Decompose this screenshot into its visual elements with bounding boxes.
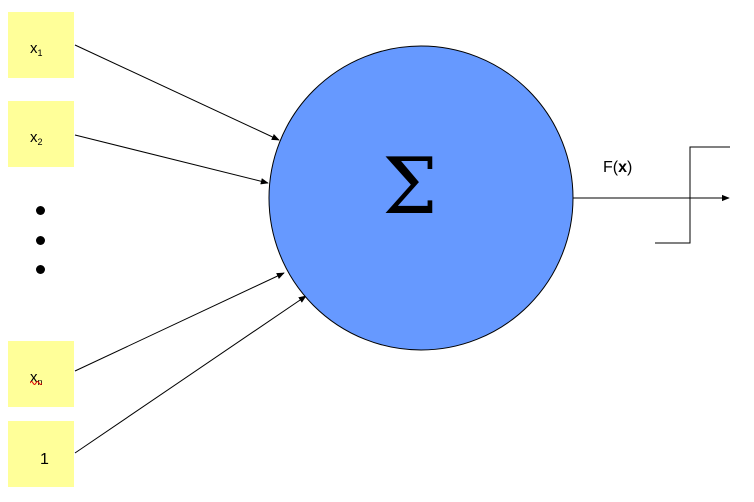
input-xn-label: xn	[30, 369, 43, 387]
edge-bias-to-neuron	[74, 295, 307, 454]
edge-x1-to-neuron	[74, 44, 280, 141]
sum-symbol: Σ	[382, 142, 438, 232]
output-function-label: F(x)	[603, 159, 632, 177]
ellipsis-dot	[36, 265, 45, 274]
step-function-graph	[655, 146, 730, 244]
input-xn-symbol: x	[30, 369, 38, 386]
input-x2-label: x2	[30, 129, 43, 147]
edge-x2-to-neuron	[74, 134, 269, 185]
output-function-name: F(	[603, 159, 619, 176]
output-function-close: )	[627, 159, 633, 176]
bias-input-label: 1	[40, 451, 49, 468]
input-xn-box: xn	[8, 341, 74, 407]
ellipsis-dot	[36, 236, 45, 245]
input-x1-box: x1	[8, 12, 74, 78]
edge-xn-to-neuron	[74, 272, 285, 372]
spellcheck-squiggle	[30, 381, 42, 385]
input-xn-subscript: n	[37, 377, 43, 387]
input-x2-box: x2	[8, 101, 74, 167]
input-x1-label: x1	[30, 40, 43, 58]
input-x1-subscript: 1	[37, 48, 43, 58]
bias-input-box: 1	[8, 421, 74, 487]
ellipsis-dot	[36, 206, 45, 215]
output-function-argument: x	[618, 159, 628, 176]
input-x1-symbol: x	[30, 40, 38, 57]
input-x2-symbol: x	[30, 129, 38, 146]
input-x2-subscript: 2	[37, 137, 43, 147]
